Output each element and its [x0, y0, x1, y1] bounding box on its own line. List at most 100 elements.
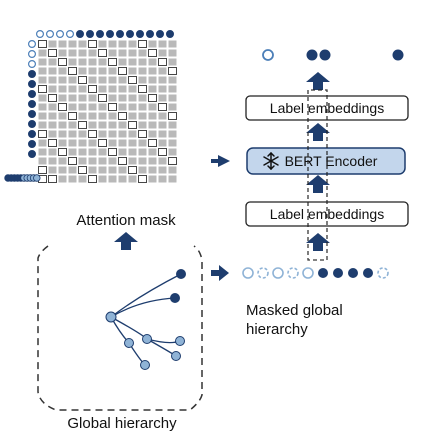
mask-cell — [148, 76, 157, 84]
mask-cell — [98, 58, 107, 66]
mask-cell — [158, 40, 167, 48]
mask-cell — [48, 157, 57, 165]
masked-node — [272, 267, 284, 279]
hierarchy-node — [170, 293, 180, 303]
mask-cell — [128, 67, 137, 75]
mask-cell — [108, 157, 117, 165]
label-embeddings-box-top: Label embeddings — [245, 95, 409, 121]
mask-cell — [128, 130, 137, 138]
mask-side-dot — [28, 130, 37, 139]
mask-cell — [48, 40, 57, 48]
mask-cell — [158, 148, 167, 156]
mask-cell — [88, 103, 97, 111]
mask-cell — [108, 103, 117, 111]
mask-header-dot — [55, 30, 64, 39]
mask-cell — [168, 112, 177, 120]
mask-header-dot — [105, 30, 114, 39]
mask-cell — [88, 148, 97, 156]
mask-cell — [148, 94, 157, 102]
mask-cell — [48, 67, 57, 75]
mask-cell — [118, 58, 127, 66]
mask-cell — [58, 40, 67, 48]
mask-cell — [108, 76, 117, 84]
mask-header-dot — [35, 30, 44, 39]
mask-cell — [88, 112, 97, 120]
mask-cell — [158, 94, 167, 102]
mask-cell — [38, 85, 47, 93]
mask-header-dot — [65, 30, 74, 39]
mask-side-dot — [28, 39, 37, 48]
mask-cell — [158, 76, 167, 84]
mask-cell — [98, 130, 107, 138]
mask-cell — [128, 49, 137, 57]
mask-cell — [88, 76, 97, 84]
mask-cell — [98, 85, 107, 93]
mask-cell — [78, 130, 87, 138]
mask-cell — [148, 121, 157, 129]
mask-cell — [78, 157, 87, 165]
mask-cell — [68, 76, 77, 84]
masked-node — [333, 268, 343, 278]
mask-side-dot — [28, 119, 37, 128]
masked-node — [242, 267, 254, 279]
mask-side-dot — [28, 49, 37, 58]
mask-cell — [148, 49, 157, 57]
arrow-up-icon — [306, 233, 330, 251]
mask-cell — [158, 112, 167, 120]
mask-cell — [158, 175, 167, 183]
mask-cell — [108, 175, 117, 183]
mask-cell — [148, 103, 157, 111]
mask-header-dot — [146, 30, 155, 39]
mask-cell — [158, 139, 167, 147]
hierarchy-node — [176, 269, 186, 279]
mask-cell — [88, 139, 97, 147]
mask-cell — [78, 76, 87, 84]
mask-cell — [38, 157, 47, 165]
mask-cell — [98, 112, 107, 120]
mask-cell — [98, 139, 107, 147]
mask-cell — [158, 67, 167, 75]
mask-cell — [128, 139, 137, 147]
mask-cell — [128, 148, 137, 156]
masked-global-label-line2: hierarchy — [246, 321, 308, 338]
mask-cell — [158, 166, 167, 174]
mask-cell — [138, 130, 147, 138]
mask-cell — [118, 85, 127, 93]
global-hierarchy-label: Global hierarchy — [67, 415, 177, 432]
mask-cell — [38, 139, 47, 147]
mask-cell — [118, 76, 127, 84]
mask-cell — [78, 94, 87, 102]
mask-cell — [58, 103, 67, 111]
stack-bracket — [307, 89, 328, 261]
mask-cell — [58, 157, 67, 165]
attention-mask-matrix — [4, 30, 177, 183]
masked-label-nodes — [242, 267, 389, 279]
mask-cell — [68, 139, 77, 147]
mask-fan-dot — [33, 174, 41, 182]
mask-cell — [78, 112, 87, 120]
mask-cell — [138, 76, 147, 84]
mask-cell — [118, 175, 127, 183]
mask-cell — [48, 103, 57, 111]
mask-cell — [38, 94, 47, 102]
mask-cell — [98, 121, 107, 129]
mask-cell — [58, 76, 67, 84]
mask-cell — [118, 103, 127, 111]
label-node — [392, 49, 404, 61]
mask-cell — [118, 148, 127, 156]
mask-cell — [88, 130, 97, 138]
mask-cell — [138, 40, 147, 48]
mask-cell — [118, 67, 127, 75]
mask-cell — [78, 148, 87, 156]
mask-cell — [138, 67, 147, 75]
mask-cell — [58, 49, 67, 57]
mask-cell — [138, 94, 147, 102]
mask-cell — [88, 157, 97, 165]
mask-cell — [58, 112, 67, 120]
mask-cell — [78, 58, 87, 66]
mask-cell — [168, 76, 177, 84]
mask-cell — [98, 103, 107, 111]
mask-cell — [38, 49, 47, 57]
mask-cell — [148, 67, 157, 75]
